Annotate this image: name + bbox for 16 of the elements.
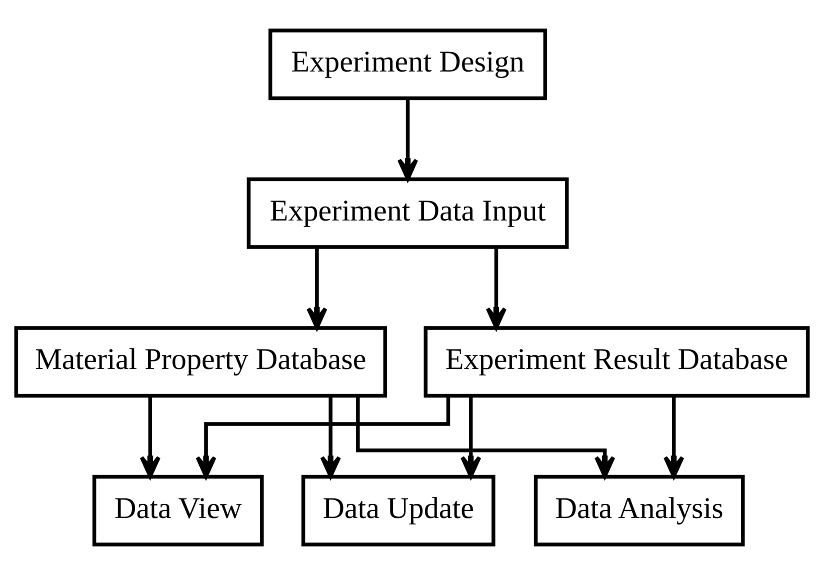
arrow <box>356 396 616 478</box>
node-box: Data Update <box>301 474 496 546</box>
arrow <box>397 98 418 181</box>
arrow <box>460 396 482 478</box>
node-box: Data Analysis <box>534 474 745 546</box>
node-box: Experiment Data Input <box>246 177 569 249</box>
arrow <box>306 248 328 330</box>
arrow <box>320 396 341 478</box>
node-box: Material Property Database <box>14 326 388 398</box>
node-box: Experiment Design <box>268 28 548 100</box>
node-box: Data View <box>92 474 264 546</box>
arrow <box>663 396 684 478</box>
arrow <box>486 248 507 330</box>
arrow <box>196 396 450 478</box>
node-box: Experiment Result Database <box>424 326 810 398</box>
arrow <box>140 396 161 478</box>
